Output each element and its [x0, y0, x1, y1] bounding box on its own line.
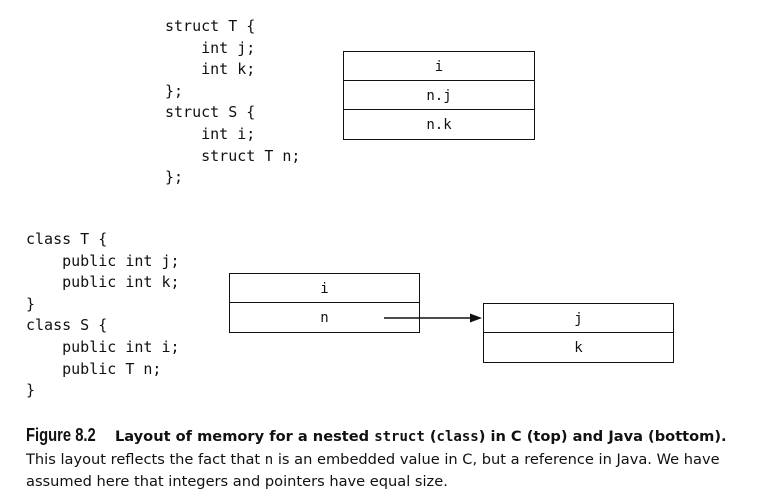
object-field-j: j [483, 303, 674, 334]
memory-cell-i: i [343, 51, 535, 82]
object-field-k: k [483, 332, 674, 363]
caption-body-line: assumed here that integers and pointers … [26, 473, 448, 490]
code-line: struct T n; [165, 146, 301, 165]
caption-code: struct [374, 429, 425, 445]
code-line: class T { [26, 230, 108, 248]
java-code-listing: class T { public int j; public int k;} cl… [26, 229, 180, 402]
caption-title-line: Figure 8.2 Layout of memory for a nested… [26, 424, 756, 449]
figure-label: Figure 8.2 [26, 425, 96, 445]
code-line: struct S { [165, 103, 256, 122]
code-line: class S { [26, 316, 108, 335]
caption-code: class [436, 429, 479, 445]
caption-text: This layout reflects the fact that [26, 450, 265, 468]
code-line: public int j; [26, 251, 180, 270]
c-struct-s-memory-layout: i n.j n.k [343, 51, 535, 140]
figure-caption: Figure 8.2 Layout of memory for a nested… [26, 424, 756, 494]
object-field-i: i [229, 273, 420, 304]
memory-cell-n-k: n.k [343, 109, 535, 140]
code-line: public T n; [26, 359, 162, 378]
code-line: public int i; [26, 337, 180, 356]
code-line: }; [165, 168, 184, 187]
caption-text: ( [424, 428, 437, 445]
caption-text: Layout of memory for a nested [114, 428, 375, 445]
arrow-head-icon [470, 313, 482, 323]
code-line: int j; [165, 38, 256, 57]
code-line: int k; [165, 60, 256, 79]
code-line: public int k; [26, 273, 180, 292]
java-object-t-layout: j k [483, 303, 674, 363]
java-object-s-layout: i n [229, 273, 420, 333]
code-line: } [26, 381, 36, 400]
caption-body-line: This layout reflects the fact that n is … [26, 449, 756, 472]
code-line: int i; [165, 124, 256, 143]
caption-text: ) in C (top) and Java (bottom). [478, 428, 727, 445]
code-line: }; [165, 81, 184, 100]
caption-title: Layout of memory for a nested struct (cl… [115, 428, 727, 445]
caption-text: is an embedded value in C, but a referen… [273, 450, 720, 468]
c-code-listing: struct T { int j; int k;}; struct S { int… [165, 16, 300, 189]
caption-code: n [264, 451, 274, 468]
code-line: } [26, 294, 36, 313]
code-line: struct T { [165, 17, 256, 35]
